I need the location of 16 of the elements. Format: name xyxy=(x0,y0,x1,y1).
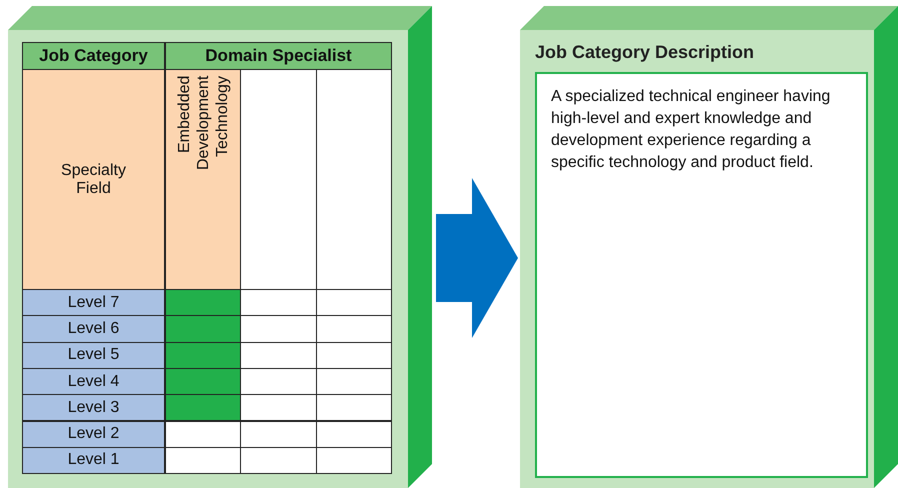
row-header: Level 5 xyxy=(22,342,165,369)
column-header: Domain Specialist xyxy=(165,42,392,70)
description-panel xyxy=(520,6,898,488)
panel xyxy=(8,6,432,488)
row-header: Level 4 xyxy=(22,368,165,396)
row-header: Level 6 xyxy=(22,315,165,343)
row-header: Level 7 xyxy=(22,289,165,316)
panel-heading: Job Category Description xyxy=(535,42,754,63)
row-header: Level 3 xyxy=(22,394,165,422)
column-header: Job Category xyxy=(22,42,165,70)
description-text: A specialized technical engineer having high-level and expert knowledge and development experience regarding a specific technology and product field. xyxy=(551,87,832,173)
column-label: Embedded Development Technology xyxy=(165,69,241,290)
row-header: Specialty Field xyxy=(22,69,165,290)
row-header: Level 1 xyxy=(22,446,165,474)
block-arrow xyxy=(436,178,518,338)
row-header: Level 2 xyxy=(22,420,165,448)
